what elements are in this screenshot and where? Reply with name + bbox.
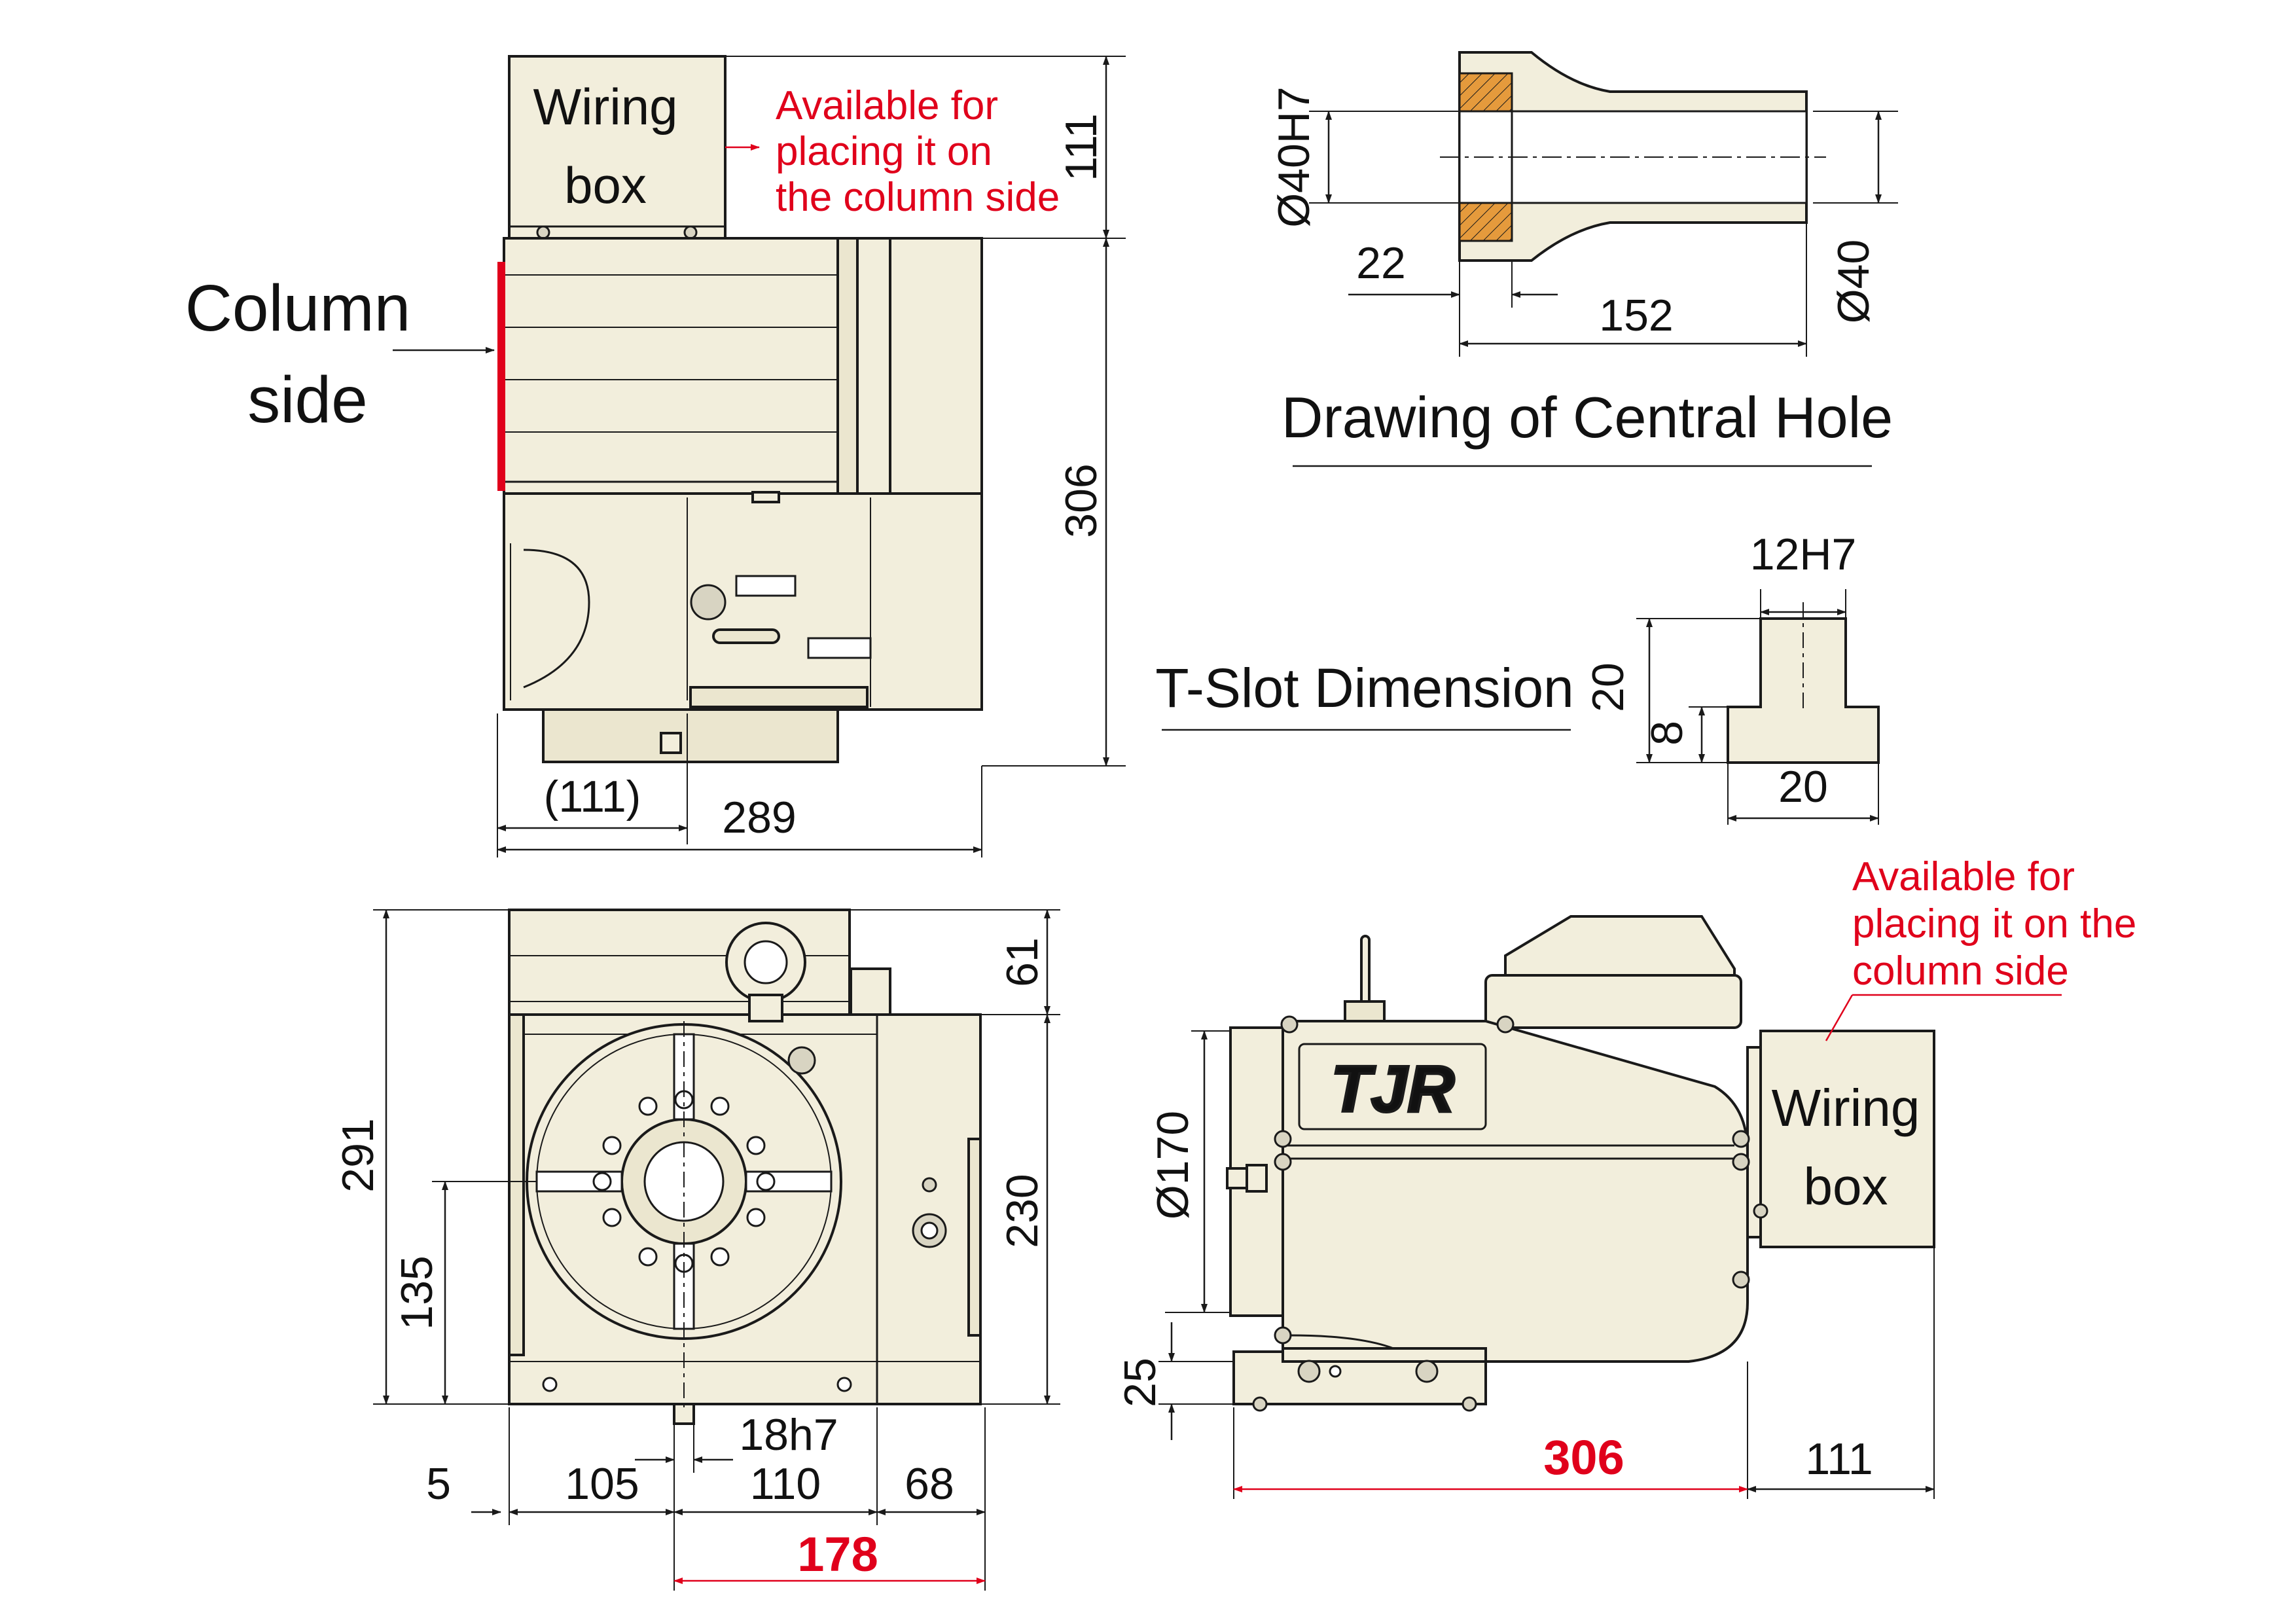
dim-d40h7: Ø40H7 <box>1269 86 1319 227</box>
dim-230: 230 <box>997 1174 1047 1248</box>
front-view: 291 135 61 230 18h7 5 105 110 68 178 <box>333 909 1060 1591</box>
wiring-box-label-2: box <box>564 156 647 214</box>
central-hole-title: Drawing of Central Hole <box>1282 385 1893 450</box>
side-cover <box>889 237 983 495</box>
dim-d170: Ø170 <box>1148 1111 1198 1219</box>
top-view: Wiring box Available for placing it on t… <box>185 55 1126 857</box>
tjr-logo: TJR <box>1331 1053 1455 1126</box>
base <box>542 708 839 763</box>
dim-110: 110 <box>750 1459 821 1509</box>
side-note-line-1: Available for <box>1852 854 2075 899</box>
column-side-label-2: side <box>247 363 367 437</box>
dim-8: 8 <box>1642 721 1692 746</box>
dim-22: 22 <box>1356 238 1406 288</box>
dim-20-vertical: 20 <box>1583 662 1633 712</box>
dim-306-side: 306 <box>1543 1430 1624 1485</box>
dim-135: 135 <box>392 1255 442 1329</box>
column-side-plate <box>497 262 505 491</box>
t-slot-title: T-Slot Dimension <box>1155 657 1574 719</box>
dim-178: 178 <box>797 1527 878 1581</box>
side-view: TJR Wiring box Available for placing it … <box>1115 854 2136 1499</box>
front-upper-housing <box>508 909 851 1029</box>
side-wiring-box-label-2: box <box>1804 1157 1888 1216</box>
t-slot-drawing: 12H7 20 8 20 T-Slot Dimension <box>1155 530 1880 825</box>
column-side-label-1: Column <box>185 272 411 345</box>
note-line-3: the column side <box>776 175 1060 220</box>
dim-111-side: 111 <box>1805 1434 1873 1484</box>
side-wiring-box-label-1: Wiring <box>1772 1079 1920 1137</box>
motor-housing <box>503 237 852 495</box>
note-line-2: placing it on <box>776 129 992 174</box>
dim-306-vertical: 306 <box>1056 463 1106 537</box>
dim-291: 291 <box>333 1118 383 1192</box>
central-hole-drawing: Ø40H7 Ø40 22 152 Drawing of Central Hole <box>1269 51 1898 467</box>
dim-111-paren: (111) <box>544 772 641 821</box>
bushing-bottom <box>1458 202 1513 242</box>
bushing-top <box>1458 72 1513 113</box>
dim-68: 68 <box>905 1459 954 1509</box>
dim-61: 61 <box>997 937 1047 987</box>
side-wiring-box <box>1759 1030 1935 1248</box>
dim-20-horizontal: 20 <box>1778 762 1828 812</box>
note-line-1: Available for <box>776 83 998 128</box>
dim-12h7: 12H7 <box>1750 530 1857 579</box>
dim-152: 152 <box>1599 291 1673 340</box>
wiring-box-label-1: Wiring <box>533 78 677 135</box>
dim-d40: Ø40 <box>1829 240 1878 324</box>
side-note-line-3: column side <box>1852 948 2069 994</box>
table-body <box>503 492 983 711</box>
dim-25: 25 <box>1115 1358 1165 1407</box>
dim-5: 5 <box>426 1459 451 1509</box>
side-main-body <box>1282 1020 1749 1363</box>
dim-111-vertical: 111 <box>1056 113 1106 181</box>
dim-289: 289 <box>722 793 796 842</box>
dim-18h7: 18h7 <box>739 1410 838 1460</box>
wiring-box <box>508 55 726 240</box>
side-note-line-2: placing it on the <box>1852 901 2136 947</box>
dim-105: 105 <box>565 1459 639 1509</box>
